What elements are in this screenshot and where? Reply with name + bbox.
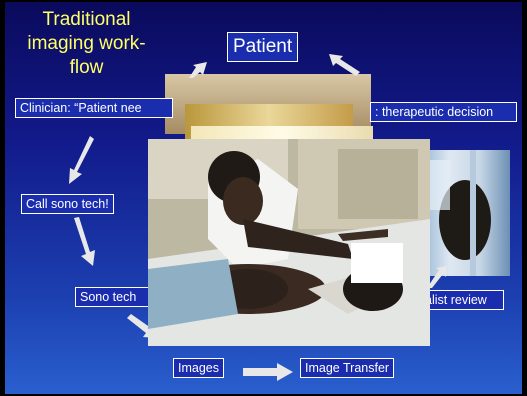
arrow-down-left-icon (65, 134, 95, 186)
clinician-box: Clinician: “Patient nee (15, 98, 173, 118)
arrow-left-icon (187, 60, 215, 80)
ultrasound-scene-icon (148, 139, 430, 346)
sono-tech-box: Sono tech (75, 287, 151, 307)
ultrasound-scene-photo (148, 139, 430, 346)
specialist-review-box: alist review (420, 290, 504, 310)
decision-box: : therapeutic decision (370, 102, 517, 122)
call-sono-box: Call sono tech! (21, 194, 114, 214)
arrow-right-icon (327, 52, 363, 78)
patient-box: Patient (227, 32, 298, 62)
images-box: Images (173, 358, 224, 378)
slide: Traditional imaging work-flow Patient Cl… (5, 2, 522, 394)
arrow-down-icon (71, 216, 101, 268)
arrow-transfer-icon (243, 362, 295, 382)
image-transfer-box: Image Transfer (300, 358, 394, 378)
slide-title: Traditional imaging work-flow (19, 8, 154, 80)
